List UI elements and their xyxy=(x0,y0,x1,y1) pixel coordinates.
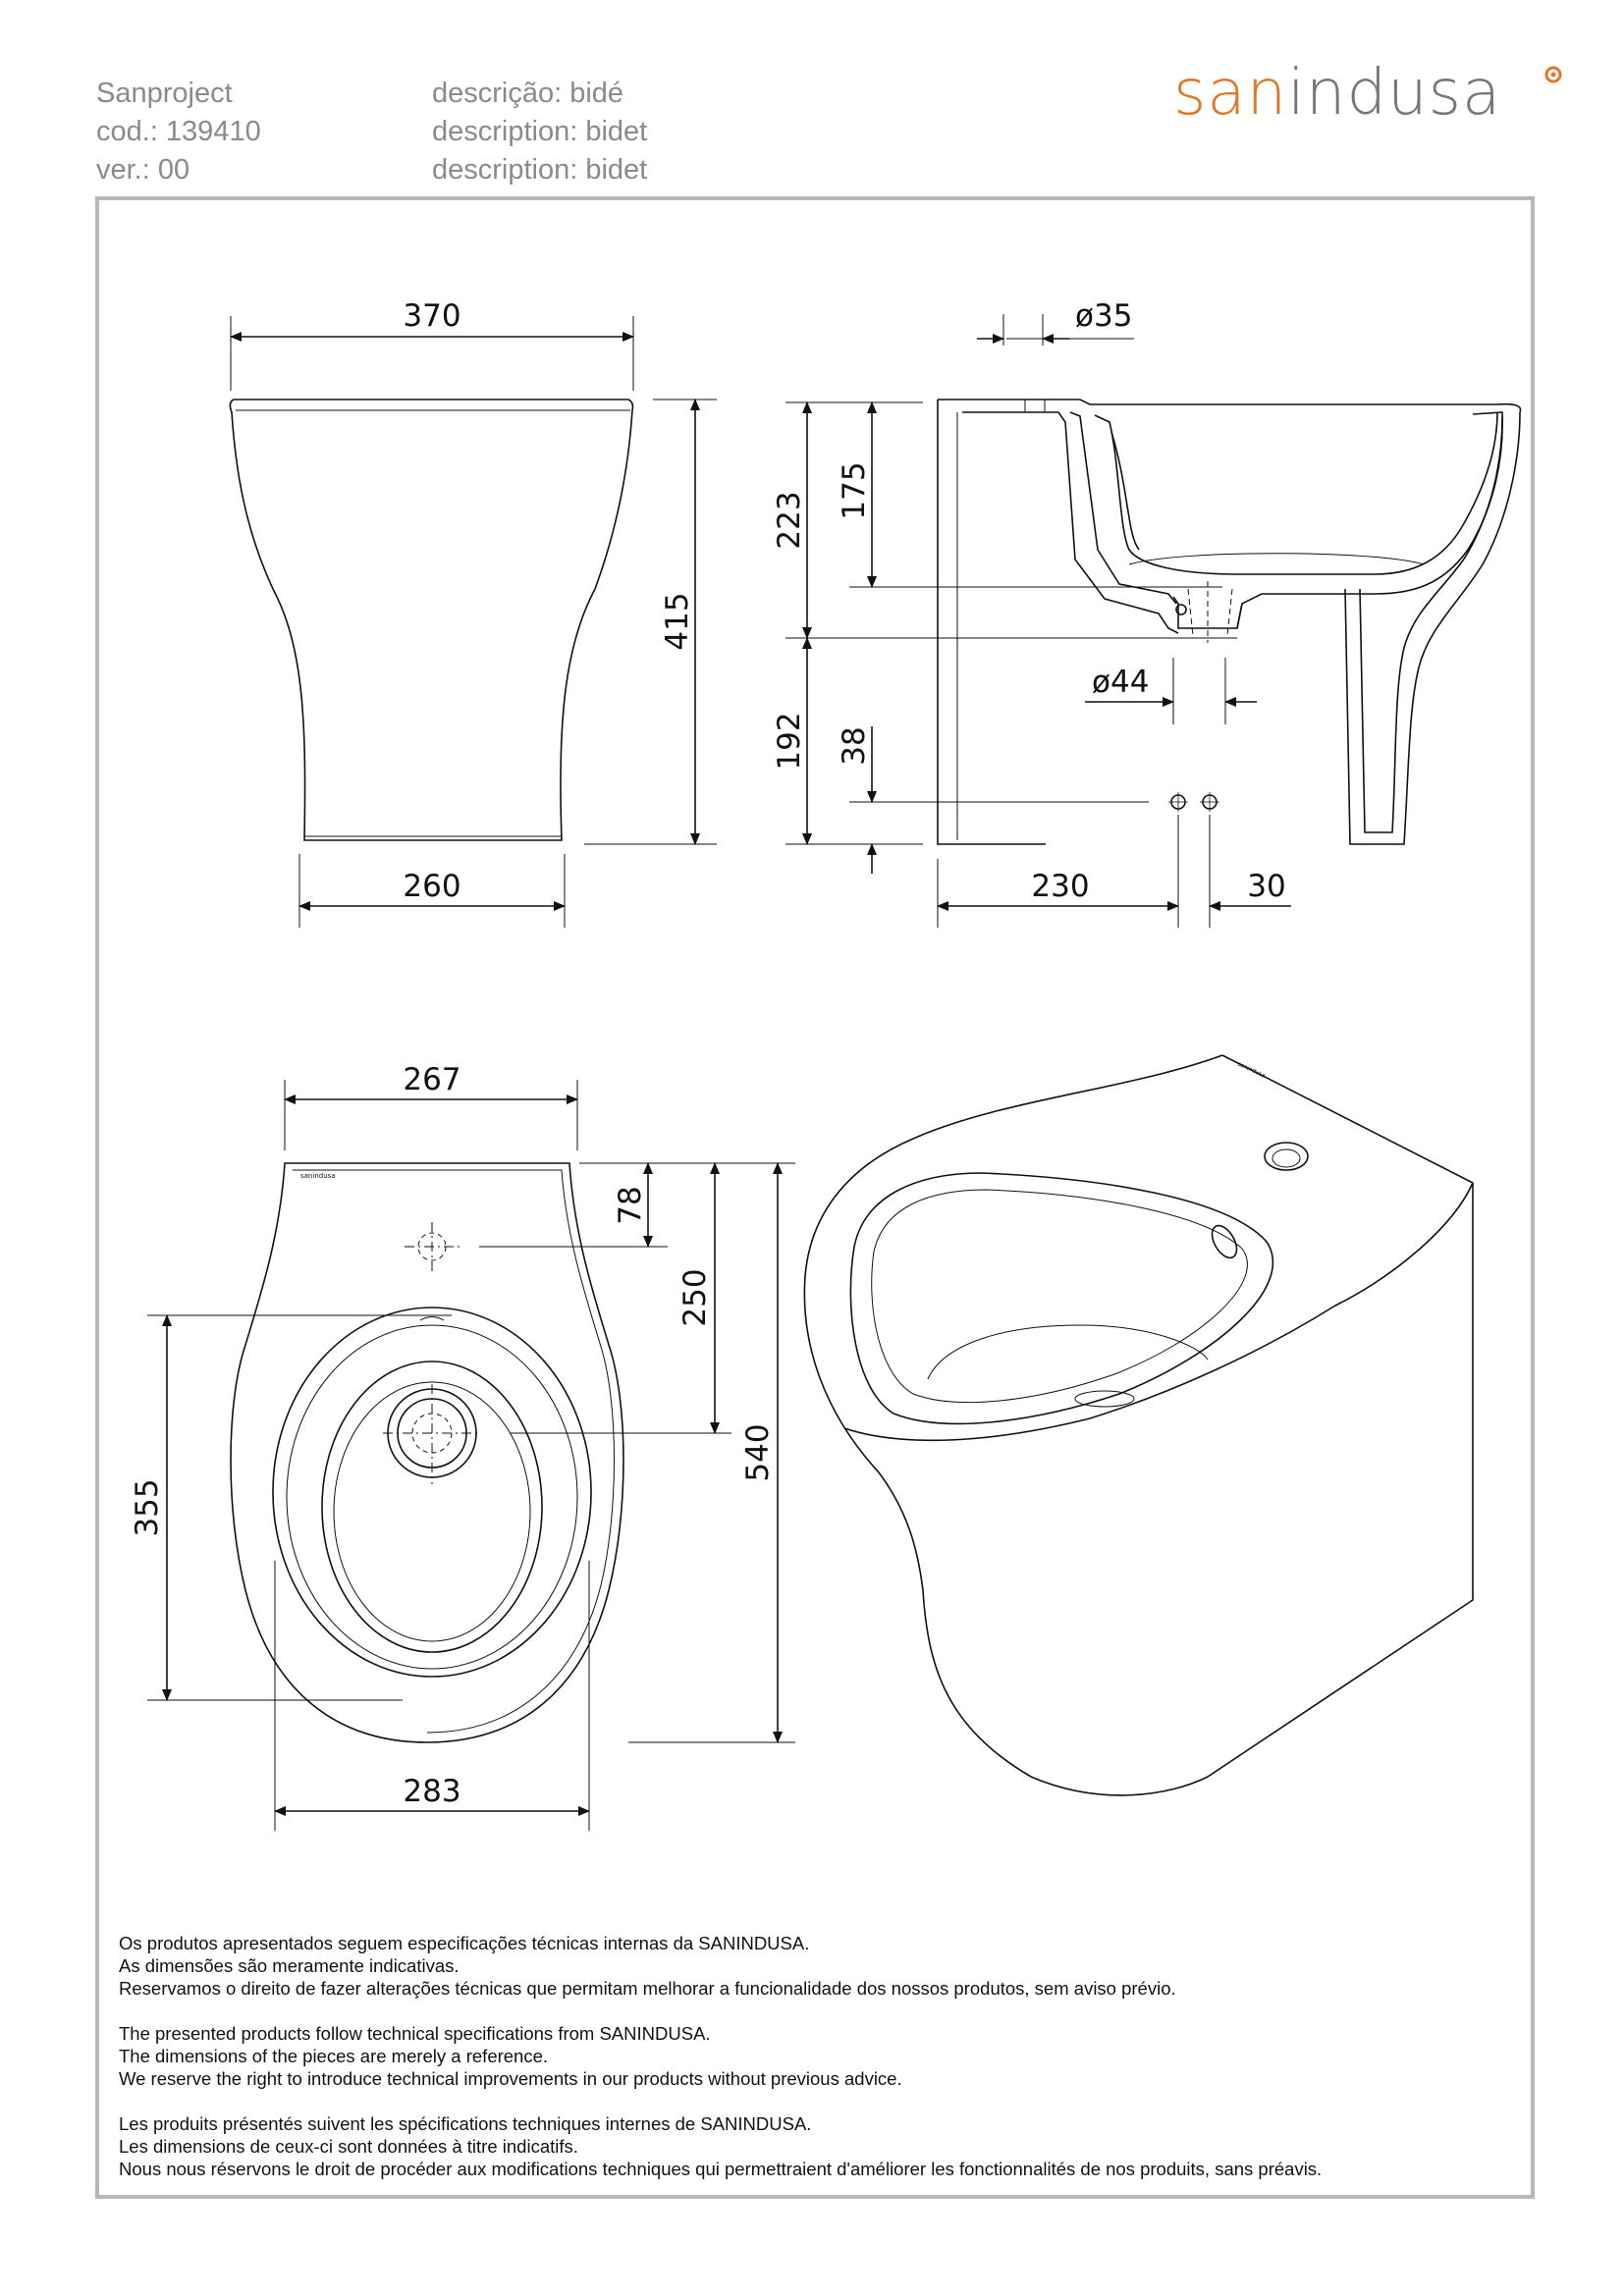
header-left-block: Sanproject cod.: 139410 ver.: 00 xyxy=(96,75,261,189)
description-pt: descrição: bidé xyxy=(432,78,624,109)
side-view xyxy=(937,399,1522,845)
product-code: cod.: 139410 xyxy=(96,116,261,147)
disclaimer-pt-line: Os produtos apresentados seguem especifi… xyxy=(119,1933,810,1953)
disclaimer-fr: Les produits présentés suivent les spéci… xyxy=(119,2112,1322,2180)
dim-230: 230 xyxy=(1031,869,1089,904)
disclaimer-pt-line: As dimensões são meramente indicativas. xyxy=(119,1955,460,1976)
dim-78: 78 xyxy=(613,1186,648,1224)
description-en: description: bidet xyxy=(432,116,648,147)
drawing-frame xyxy=(95,196,1535,2199)
dim-370: 370 xyxy=(403,298,460,334)
dim-d35: ø35 xyxy=(1075,298,1132,334)
disclaimer-en-line: We reserve the right to introduce techni… xyxy=(119,2068,902,2089)
disclaimer: Os produtos apresentados seguem especifi… xyxy=(119,1932,1322,2180)
isometric-view xyxy=(803,1054,1474,1796)
dim-540: 540 xyxy=(740,1423,776,1481)
dim-260: 260 xyxy=(403,869,460,904)
dim-d44: ø44 xyxy=(1092,665,1149,700)
dim-415: 415 xyxy=(660,592,695,650)
front-view xyxy=(229,399,634,841)
project-name: Sanproject xyxy=(96,78,233,109)
dim-355: 355 xyxy=(130,1478,165,1536)
logo-indusa: indusa xyxy=(1287,57,1502,130)
disclaimer-en-line: The presented products follow technical … xyxy=(119,2023,711,2044)
version: ver.: 00 xyxy=(96,154,190,186)
disclaimer-fr-line: Les dimensions de ceux-ci sont données à… xyxy=(119,2136,578,2157)
dim-223: 223 xyxy=(772,491,807,549)
dim-283: 283 xyxy=(403,1774,460,1809)
disclaimer-en-line: The dimensions of the pieces are merely … xyxy=(119,2046,549,2066)
top-view xyxy=(230,1162,624,1743)
sanindusa-logo: sanindusa xyxy=(1173,59,1501,128)
dim-38: 38 xyxy=(837,726,872,765)
disclaimer-pt-line: Reservamos o direito de fazer alterações… xyxy=(119,1978,1176,1999)
dim-30: 30 xyxy=(1247,869,1285,904)
iso-view-stamp: sanindusa xyxy=(1236,1060,1267,1079)
description-fr: description: bidet xyxy=(432,154,648,186)
logo-mark-icon xyxy=(1544,66,1562,83)
dim-175: 175 xyxy=(837,461,872,519)
disclaimer-pt: Os produtos apresentados seguem especifi… xyxy=(119,1932,1322,2000)
header-right-block: descrição: bidé description: bidet descr… xyxy=(432,75,647,189)
disclaimer-fr-line: Les produits présentés suivent les spéci… xyxy=(119,2113,812,2134)
dim-192: 192 xyxy=(772,712,807,770)
logo-san: san xyxy=(1173,57,1288,130)
dim-250: 250 xyxy=(677,1268,713,1326)
dim-267: 267 xyxy=(403,1062,460,1097)
disclaimer-fr-line: Nous nous réservons le droit de procéder… xyxy=(119,2159,1323,2179)
top-view-stamp: sanindusa xyxy=(300,1172,336,1180)
disclaimer-en: The presented products follow technical … xyxy=(119,2022,1322,2090)
